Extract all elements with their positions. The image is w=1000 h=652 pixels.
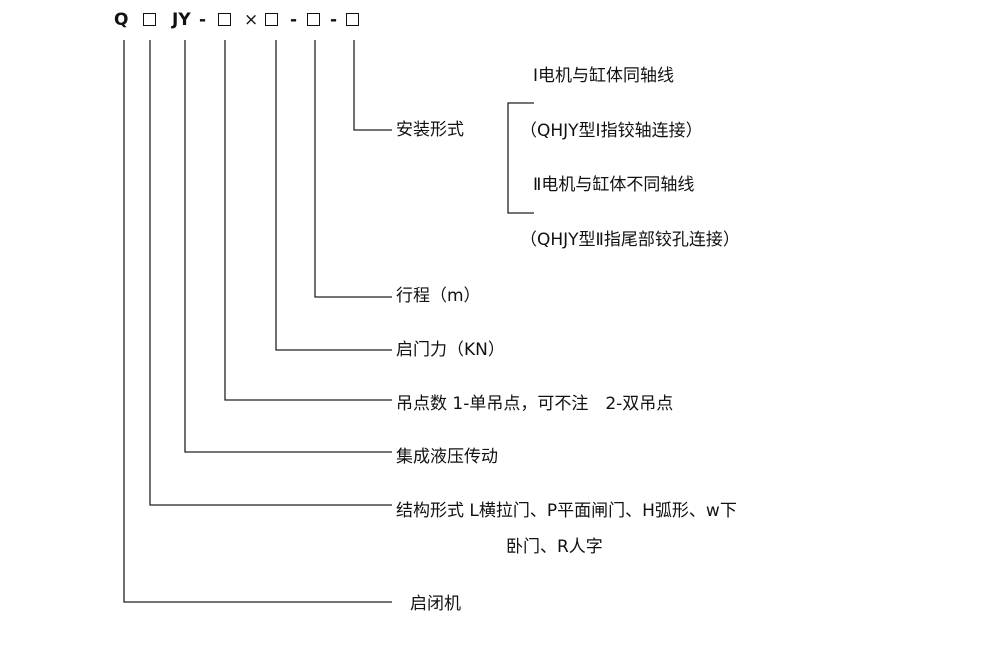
line-stroke: [314, 40, 392, 298]
install-option-2: Ⅱ电机与缸体不同轴线: [533, 175, 695, 195]
line-structure: [149, 40, 392, 506]
line-force: [275, 40, 392, 351]
label-hoist: 启闭机: [410, 594, 461, 614]
code-box-stroke: [307, 13, 320, 26]
line-lift-points: [224, 40, 392, 401]
label-install: 安装形式: [396, 120, 464, 140]
code-box-lift-points: [218, 13, 231, 26]
line-install: [353, 40, 392, 131]
code-box-force: [265, 13, 278, 26]
code-dash: -: [199, 10, 207, 30]
code-box-structure: [143, 13, 156, 26]
code-q: Q: [114, 10, 129, 30]
code-times: ×: [244, 10, 259, 30]
code-dash: -: [290, 10, 298, 30]
code-dash: -: [330, 10, 338, 30]
bracket: [507, 102, 534, 214]
install-option-1-note: （QHJY型Ⅰ指铰轴连接）: [520, 121, 703, 141]
label-force: 启门力（KN）: [396, 340, 505, 360]
install-option-2-note: （QHJY型Ⅱ指尾部铰孔连接）: [520, 230, 740, 250]
line-hydraulic: [184, 40, 392, 453]
label-structure: 结构形式 L横拉门、P平面闸门、H弧形、w下: [396, 501, 737, 521]
code-jy: JY: [172, 10, 191, 30]
label-structure-cont: 卧门、R人字: [506, 537, 603, 557]
install-option-1: Ⅰ电机与缸体同轴线: [533, 66, 675, 86]
code-box-install: [346, 13, 359, 26]
label-lift-points: 吊点数 1-单吊点，可不注 2-双吊点: [396, 394, 674, 414]
label-hydraulic: 集成液压传动: [396, 447, 498, 467]
label-stroke: 行程（m）: [396, 286, 481, 306]
line-hoist: [123, 40, 392, 603]
